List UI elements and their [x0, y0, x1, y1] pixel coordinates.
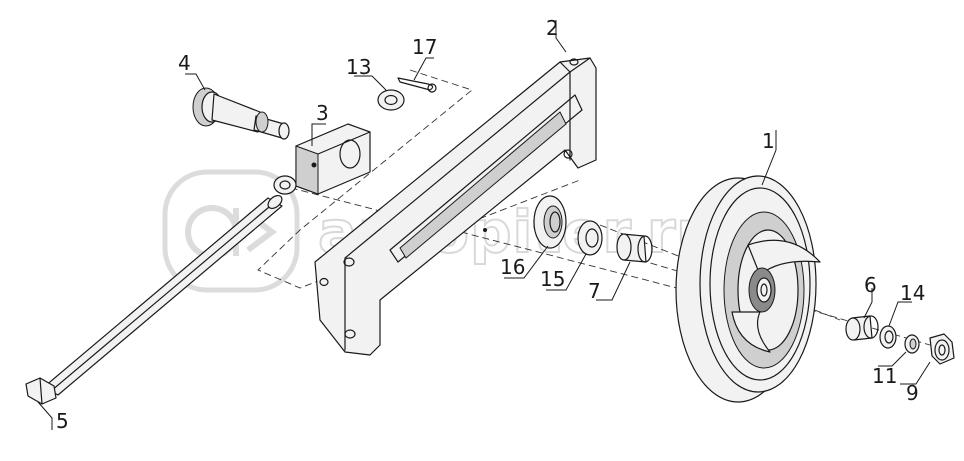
callout-14: 14 — [900, 281, 925, 305]
part-14-washer — [879, 325, 897, 349]
part-17-cotter-pin — [397, 77, 437, 93]
callout-6: 6 — [864, 273, 877, 297]
part-2-bracket-arm — [314, 57, 597, 356]
part-3-plate — [295, 123, 371, 195]
part-1-pulley-wheel — [675, 175, 821, 403]
callout-7: 7 — [588, 279, 601, 303]
callout-16: 16 — [500, 255, 525, 279]
callout-5: 5 — [56, 409, 69, 433]
part-5-long-bolt — [25, 194, 283, 405]
callout-1: 1 — [762, 129, 775, 153]
part-7-bushing — [616, 233, 653, 263]
callout-4: 4 — [178, 51, 191, 75]
callout-3: 3 — [316, 101, 329, 125]
part-9-hex-nut — [929, 333, 955, 365]
part-11-lock-washer — [904, 334, 920, 354]
washer-small-left — [273, 175, 297, 195]
leader-lines — [37, 20, 931, 430]
callout-15: 15 — [540, 267, 565, 291]
part-4-axle-pin — [192, 87, 290, 140]
callout-2: 2 — [546, 16, 559, 40]
callout-labels: 1 2 3 4 5 6 7 9 11 13 14 15 16 17 — [56, 16, 925, 433]
callout-17: 17 — [412, 35, 437, 59]
part-15-spacer-ring — [577, 220, 603, 256]
callout-9: 9 — [906, 381, 919, 405]
callout-11: 11 — [872, 364, 897, 388]
part-16-large-washer — [533, 195, 567, 249]
callout-13: 13 — [346, 55, 371, 79]
part-13-washer — [377, 89, 405, 111]
part-6-bearing-sleeve — [845, 315, 879, 341]
